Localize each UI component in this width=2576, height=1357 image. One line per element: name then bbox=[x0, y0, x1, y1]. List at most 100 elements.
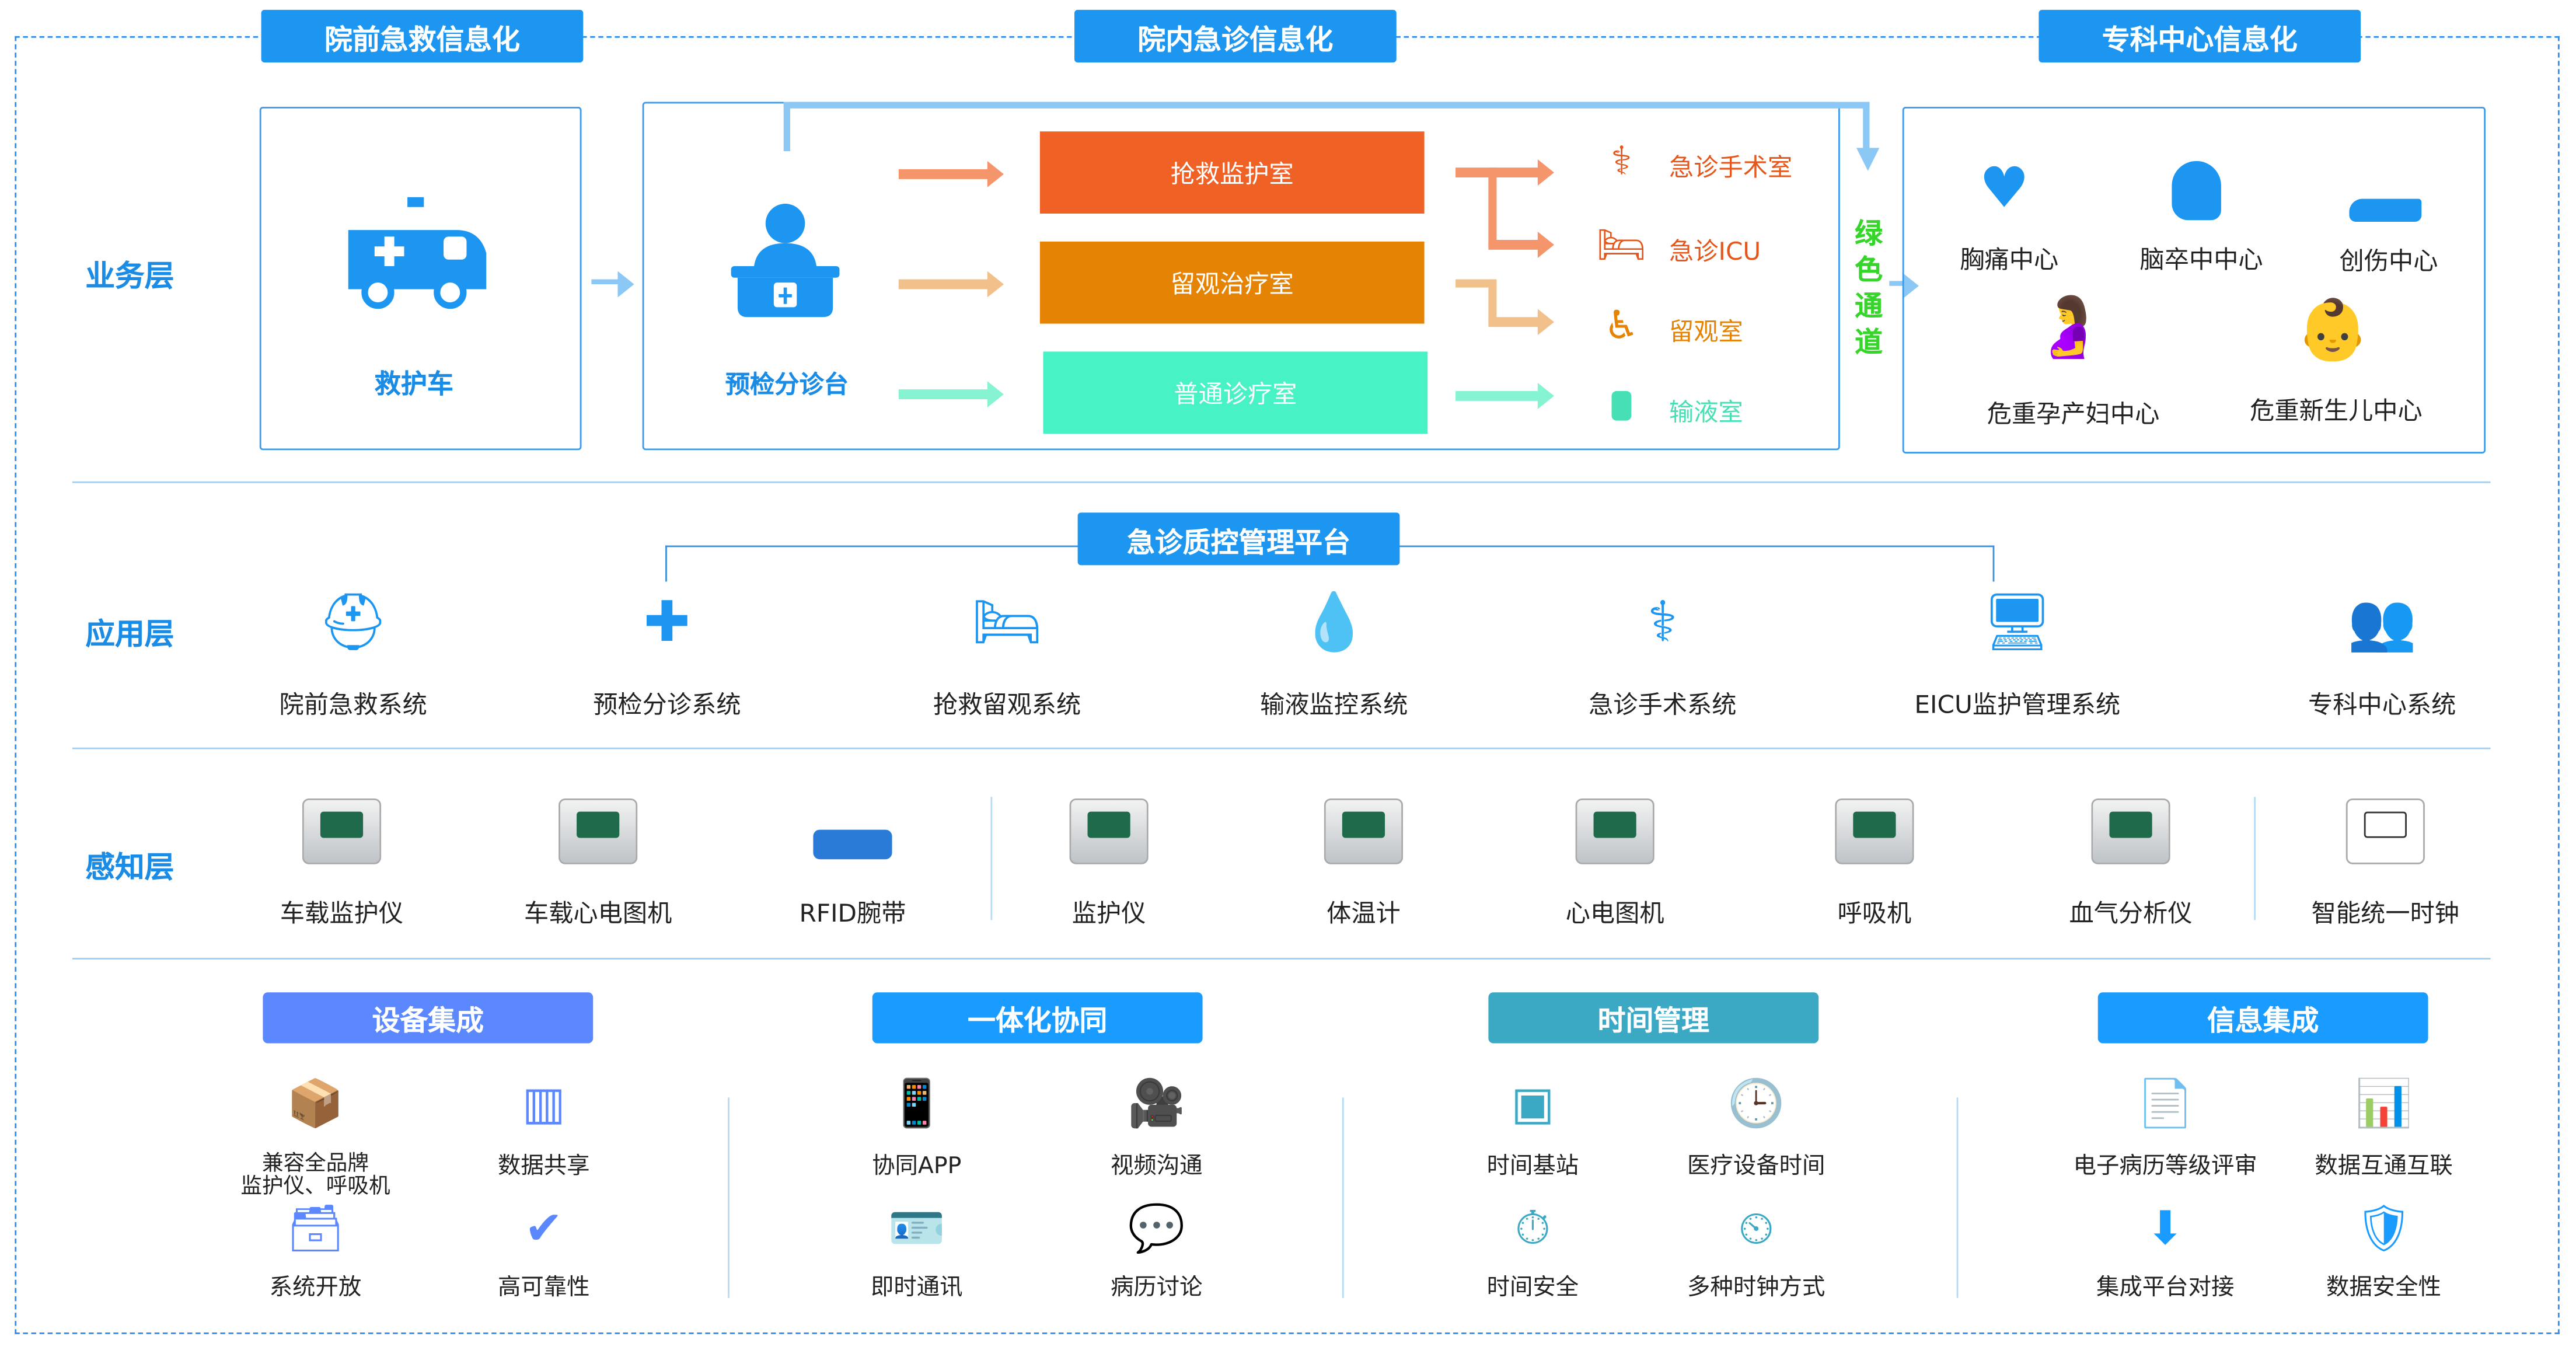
center-neonatal: 危重新生儿中心 bbox=[2250, 396, 2423, 426]
center-stroke: 脑卒中中心 bbox=[2139, 245, 2263, 275]
clock-icon bbox=[2345, 798, 2425, 864]
app-2: 预检分诊系统 bbox=[593, 690, 741, 720]
group-item: 时间安全 bbox=[1486, 1275, 1579, 1302]
stacked-squares-icon: ▣ bbox=[1511, 1076, 1555, 1131]
group-item: 即时通讯 bbox=[870, 1275, 963, 1302]
ambulance-label: 救护车 bbox=[374, 368, 453, 400]
app-6: EICU监护管理系统 bbox=[1914, 690, 2121, 720]
triage-desk-icon bbox=[728, 200, 843, 319]
arrow-to-specialty bbox=[1889, 273, 1919, 299]
device-8: 血气分析仪 bbox=[2069, 898, 2193, 929]
arrow-to-er-surgery bbox=[1455, 159, 1554, 186]
thermometer-icon bbox=[1324, 798, 1404, 864]
blood-gas-analyzer-icon bbox=[2091, 798, 2170, 864]
group-item: 时间基站 bbox=[1486, 1153, 1579, 1180]
divider-1 bbox=[72, 481, 2491, 483]
branch-line-icu bbox=[1488, 168, 1497, 247]
group-item: 数据互通互联 bbox=[2315, 1153, 2453, 1180]
download-icon: ⬇ bbox=[2146, 1201, 2185, 1255]
document-icon: 📄 bbox=[2137, 1076, 2194, 1131]
header-inhospital: 院内急诊信息化 bbox=[1074, 9, 1397, 62]
group-item: 数据共享 bbox=[497, 1153, 590, 1180]
layer-perception: 感知层 bbox=[85, 851, 174, 886]
center-chest-pain: 胸痛中心 bbox=[1960, 245, 2059, 275]
green-channel-line bbox=[783, 102, 1870, 151]
icu-bed-icon: 🖥 bbox=[1982, 589, 2053, 656]
specialty-box bbox=[1902, 106, 2486, 454]
group-title-4: 信息集成 bbox=[2097, 992, 2428, 1044]
cpr-icon: ⛑ bbox=[317, 589, 389, 656]
rfid-wristband-icon bbox=[813, 829, 892, 860]
app-5: 急诊手术系统 bbox=[1589, 690, 1737, 720]
group-item: 病历讨论 bbox=[1110, 1275, 1203, 1302]
green-channel-arrowhead bbox=[1856, 148, 1880, 171]
group-item: 协同APP bbox=[872, 1153, 962, 1180]
group-title-3: 时间管理 bbox=[1488, 992, 1819, 1044]
group-divider-2 bbox=[1342, 1097, 1344, 1298]
center-trauma: 创伤中心 bbox=[2339, 246, 2438, 276]
ambulance-box bbox=[259, 106, 582, 451]
er-icu-label: 急诊ICU bbox=[1669, 236, 1761, 267]
branch-line-ward bbox=[1455, 279, 1497, 288]
arrow-to-rescue bbox=[898, 161, 1004, 187]
baby-icon: 👶 bbox=[2296, 297, 2370, 365]
center-maternal: 危重孕产妇中心 bbox=[1987, 399, 2160, 429]
device-divider-1 bbox=[990, 797, 993, 920]
device-9: 智能统一时钟 bbox=[2311, 898, 2460, 929]
device-4: 监护仪 bbox=[1071, 898, 1146, 929]
device-5: 体温计 bbox=[1327, 898, 1401, 929]
arrow-ambulance-to-triage bbox=[591, 271, 634, 298]
vehicle-ecg-icon bbox=[559, 798, 638, 864]
team-icon: 👥 bbox=[2347, 589, 2417, 656]
timer-icon: ⏲ bbox=[1738, 1201, 1774, 1255]
bar-chart-icon: 📊 bbox=[2355, 1076, 2413, 1131]
device-2: 车载心电图机 bbox=[523, 898, 672, 929]
foot-bone-icon bbox=[2349, 173, 2422, 222]
video-camera-icon: 🎥 bbox=[1128, 1076, 1185, 1131]
group-divider-3 bbox=[1956, 1097, 1959, 1298]
group-item: 数据安全性 bbox=[2326, 1275, 2442, 1302]
bed-monitor-icon: 🛏 bbox=[971, 589, 1043, 656]
room-observation: 留观治疗室 bbox=[1039, 241, 1425, 324]
vehicle-monitor-icon bbox=[302, 798, 382, 864]
header-specialty: 专科中心信息化 bbox=[2039, 9, 2361, 62]
patient-monitor-icon bbox=[1069, 798, 1149, 864]
divider-2 bbox=[72, 747, 2491, 749]
group-title-2: 一体化协同 bbox=[872, 992, 1203, 1044]
group-item: 集成平台对接 bbox=[2096, 1275, 2235, 1302]
er-surgery-label: 急诊手术室 bbox=[1669, 152, 1793, 183]
triage-person-icon: ✚ bbox=[643, 589, 691, 656]
id-card-icon: 🪪 bbox=[888, 1201, 945, 1255]
device-divider-2 bbox=[2254, 797, 2256, 920]
chat-bubble-icon: 💬 bbox=[1128, 1201, 1185, 1255]
icu-bed-icon: 🛏 bbox=[1596, 222, 1647, 268]
dropbox-icon: 📦 bbox=[287, 1076, 344, 1131]
triage-label: 预检分诊台 bbox=[725, 369, 849, 400]
observation-bed-icon: ♿ bbox=[1604, 302, 1639, 348]
arrow-to-infusion bbox=[1455, 382, 1554, 409]
ambulance-icon bbox=[342, 194, 493, 309]
arrow-to-general bbox=[898, 381, 1004, 408]
device-1: 车载监护仪 bbox=[280, 898, 404, 929]
header-prehospital: 院前急救信息化 bbox=[261, 9, 584, 62]
group-title-1: 设备集成 bbox=[263, 992, 594, 1044]
app-3: 抢救留观系统 bbox=[933, 690, 1081, 720]
divider-3 bbox=[72, 958, 2491, 960]
app-7: 专科中心系统 bbox=[2308, 690, 2456, 720]
device-3: RFID腕带 bbox=[799, 898, 906, 929]
clock-icon: 🕒 bbox=[1727, 1076, 1785, 1131]
platform-title: 急诊质控管理平台 bbox=[1077, 512, 1400, 566]
stopwatch-icon: ⏱ bbox=[1514, 1201, 1551, 1255]
device-7: 呼吸机 bbox=[1837, 898, 1912, 929]
heart-icon: ♥ bbox=[1979, 156, 2030, 222]
surgery-icon: ⚕ bbox=[1611, 138, 1632, 184]
inbox-icon: 🗃 bbox=[286, 1201, 345, 1255]
group-item: 电子病历等级评审 bbox=[2073, 1153, 2257, 1180]
arrow-to-observation bbox=[898, 271, 1004, 298]
group-item: 系统开放 bbox=[269, 1275, 362, 1302]
room-general: 普通诊疗室 bbox=[1043, 351, 1428, 434]
app-1: 院前急救系统 bbox=[279, 690, 427, 720]
group-item: 视频沟通 bbox=[1110, 1153, 1203, 1180]
group-item: 医疗设备时间 bbox=[1687, 1153, 1825, 1180]
